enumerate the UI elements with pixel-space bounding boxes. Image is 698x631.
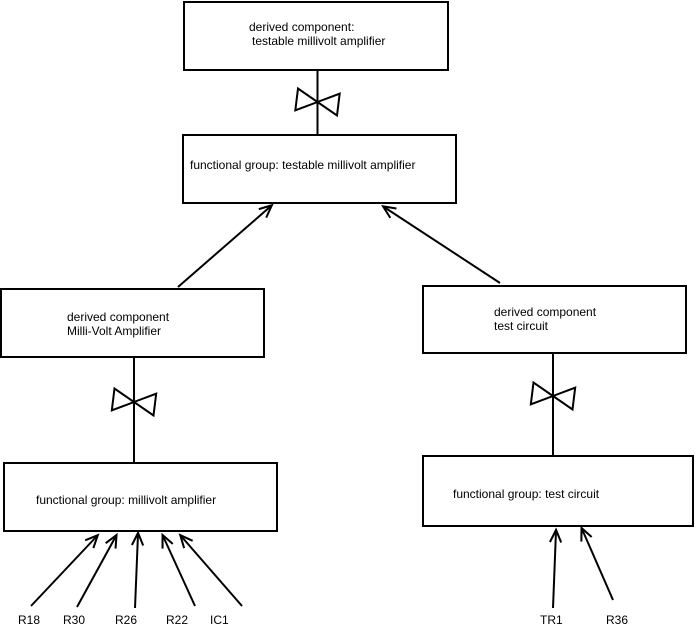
arrow-tr1-to-fg-test — [549, 527, 563, 609]
node-label-line1: derived component — [67, 310, 170, 324]
bowtie-icon — [110, 386, 158, 418]
component-label-r36: R36 — [606, 613, 629, 627]
node-derived-component-test-circuit: derived component test circuit — [422, 285, 687, 354]
component-label-r22: R22 — [166, 613, 189, 627]
arrow-r26-to-fg-mv — [131, 530, 145, 609]
arrow-r30-to-fg-mv — [76, 532, 118, 608]
bowtie-icon — [294, 86, 341, 118]
node-label-line2: testable millivolt amplifier — [252, 34, 386, 48]
component-label-ic1: IC1 — [210, 613, 229, 627]
arrow-derived-test-to-fg-testable — [381, 205, 501, 284]
node-functional-group-millivolt-amplifier: functional group: millivolt amplifier — [3, 462, 278, 532]
node-derived-component-testable-millivolt-amplifier: derived component: testable millivolt am… — [183, 1, 449, 71]
arrow-r22-to-fg-mv — [161, 532, 196, 607]
component-label-r30: R30 — [63, 613, 86, 627]
node-derived-component-milli-volt-amplifier: derived component Milli-Volt Amplifier — [0, 288, 265, 358]
node-label: functional group: test circuit — [453, 487, 600, 501]
node-label: functional group: testable millivolt amp… — [190, 158, 416, 172]
node-label-line1: derived component: — [249, 20, 355, 34]
node-label-line2: Milli-Volt Amplifier — [67, 324, 162, 338]
arrow-r18-to-fg-mv — [30, 533, 100, 607]
node-functional-group-testable-millivolt-amplifier: functional group: testable millivolt amp… — [182, 134, 457, 204]
arrow-ic1-to-fg-mv — [178, 533, 243, 607]
component-label-tr1: TR1 — [540, 613, 563, 627]
component-label-r18: R18 — [18, 613, 41, 627]
arrow-r36-to-fg-test — [580, 525, 614, 601]
node-label-line1: derived component — [494, 305, 597, 319]
arrow-derived-mv-to-fg-testable — [177, 203, 274, 288]
node-functional-group-test-circuit: functional group: test circuit — [422, 455, 694, 527]
component-label-r26: R26 — [115, 613, 138, 627]
node-label-line2: test circuit — [494, 319, 549, 333]
node-label: functional group: millivolt amplifier — [36, 493, 217, 507]
bowtie-icon — [529, 380, 577, 412]
